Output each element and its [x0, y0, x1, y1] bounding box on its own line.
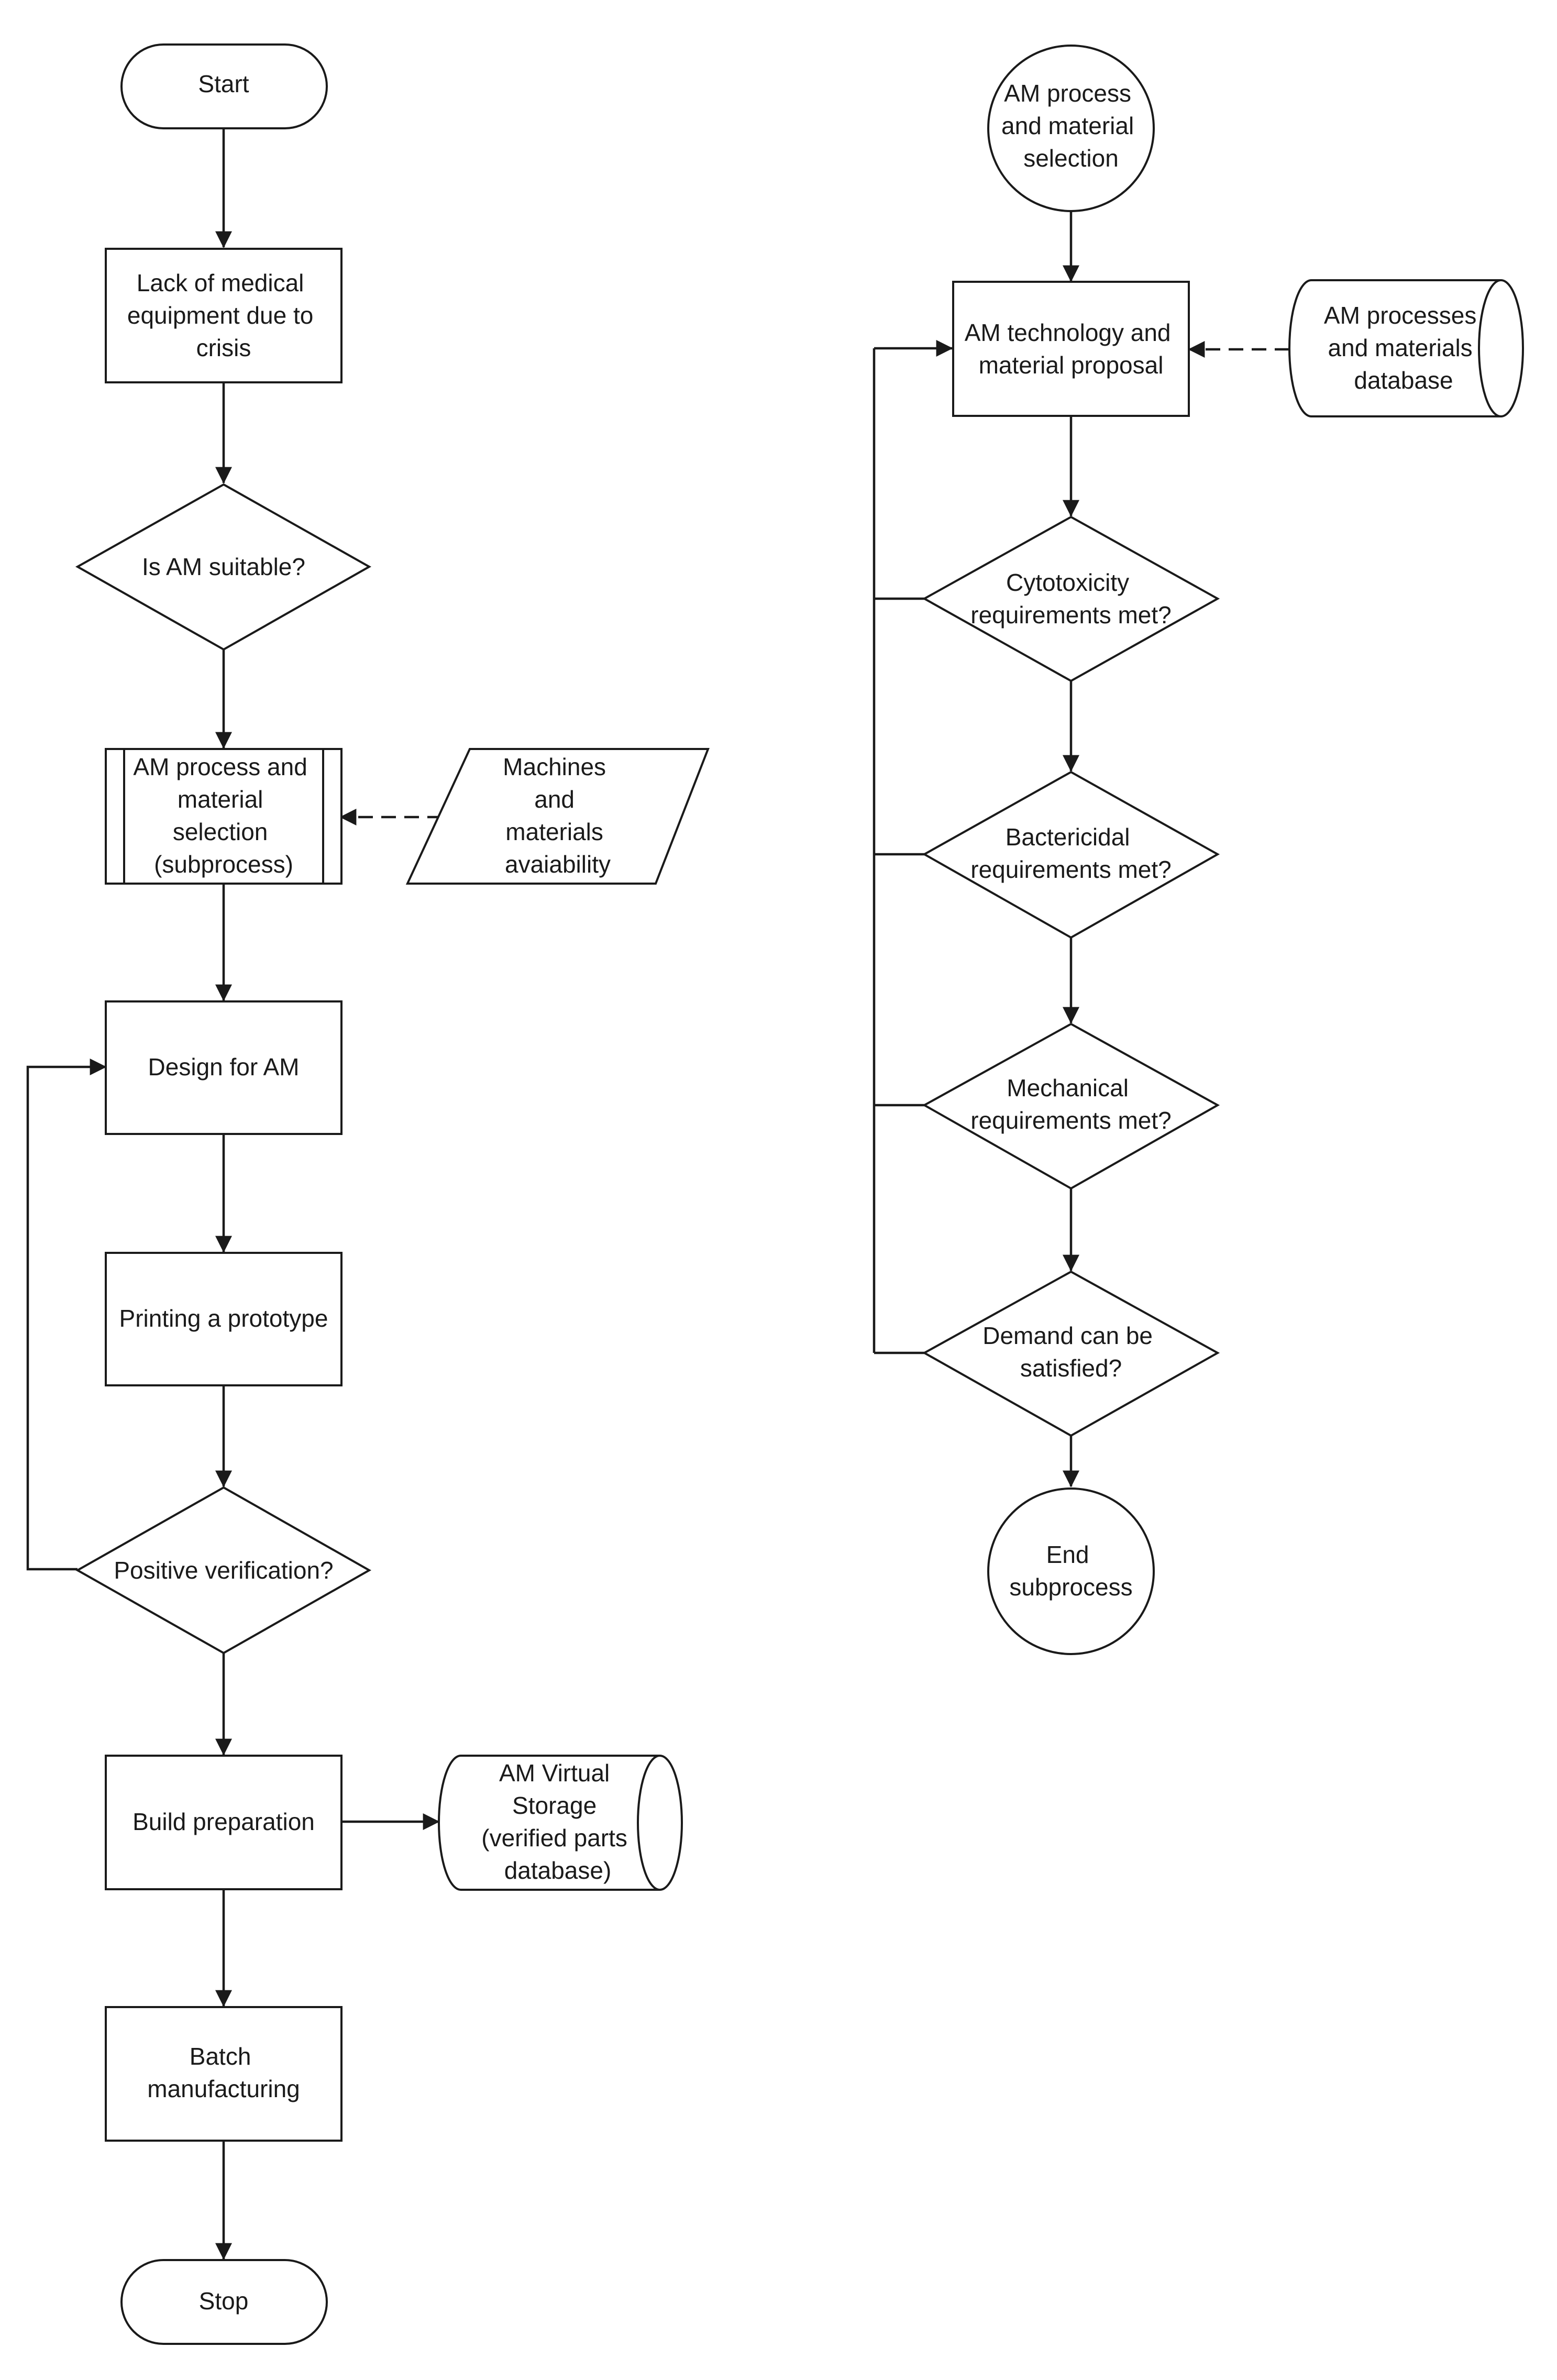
connector-end-subprocess: End subprocess: [987, 1488, 1155, 1655]
lack-label-line-2: equipment due to: [127, 302, 314, 329]
svg-text:Printing a prototype: Printing a prototype: [119, 1305, 328, 1332]
printing-label: Printing a prototype: [119, 1305, 328, 1332]
node-printing-prototype: Printing a prototype: [105, 1252, 343, 1386]
node-stop: Stop: [120, 2259, 328, 2345]
svg-text:Stop: Stop: [199, 2287, 249, 2315]
svg-text:AM technology and materi: AM technology and material proposal: [965, 319, 1178, 379]
start-label: Start: [198, 70, 249, 97]
node-technology-proposal: AM technology and material proposal: [952, 281, 1190, 417]
subprocess-label-line-4: (subprocess): [154, 851, 293, 878]
svg-text:Machines and mater: Machines and materials avaiability: [503, 753, 613, 878]
decision-cytotoxicity: Cytotoxicity requirements met?: [922, 515, 1220, 682]
storage-label-line-2: Storage: [512, 1792, 597, 1819]
lack-label-line-1: Lack of medical: [137, 269, 304, 296]
entry-label-line-3: selection: [1023, 145, 1119, 172]
demand-label-line-2: satisfied?: [1020, 1354, 1122, 1382]
storage-processes-database: AM processes and materials database: [1288, 279, 1524, 417]
cytotoxicity-label-line-1: Cytotoxicity: [1006, 569, 1129, 596]
subprocess-am-process-selection: AM process and material selection (subpr…: [105, 748, 343, 885]
svg-text:Build preparation: Build preparation: [132, 1808, 315, 1835]
svg-text:AM processes and materia: AM processes and materials database: [1324, 302, 1483, 394]
availability-label-line-4: avaiability: [505, 851, 611, 878]
cytotoxicity-label-line-2: requirements met?: [970, 601, 1172, 629]
decision-positive-verification: Positive verification?: [75, 1486, 372, 1655]
svg-text:End subprocess: End subprocess: [1009, 1541, 1132, 1601]
svg-text:AM process and material: AM process and material selection: [1001, 80, 1141, 172]
design-label: Design for AM: [148, 1053, 300, 1081]
availability-label-line-1: Machines: [503, 753, 606, 780]
svg-text:AM process and material: AM process and material selection (subpr…: [133, 753, 314, 878]
storage-label-line-4: database): [504, 1857, 612, 1884]
edge-verification-loop-to-design: [26, 1059, 107, 1571]
storage-am-virtual-storage: AM Virtual Storage (verified parts datab…: [438, 1755, 683, 1891]
batch-label-line-2: manufacturing: [147, 2075, 300, 2102]
connector-subprocess-entry: AM process and material selection: [987, 45, 1155, 212]
node-lack-of-equipment: Lack of medical equipment due to crisis: [105, 248, 343, 383]
svg-text:Lack of medical equipmen: Lack of medical equipment due to crisis: [127, 269, 320, 361]
decision-mechanical: Mechanical requirements met?: [922, 1022, 1220, 1190]
entry-label-line-1: AM process: [1004, 80, 1131, 107]
entry-label-line-2: and material: [1001, 112, 1134, 139]
end-label-line-1: End: [1046, 1541, 1089, 1568]
build-label: Build preparation: [132, 1808, 315, 1835]
end-label-line-2: subprocess: [1009, 1573, 1132, 1601]
data-machines-availability: Machines and materials avaiability: [405, 748, 710, 885]
svg-text:AM Virtual Storage: AM Virtual Storage (verified parts datab…: [481, 1759, 634, 1884]
svg-text:Demand can be satisfied?: Demand can be satisfied?: [982, 1322, 1160, 1382]
node-start: Start: [120, 43, 328, 129]
batch-label-line-1: Batch: [190, 2043, 251, 2070]
svg-text:Start: Start: [198, 70, 249, 97]
svg-text:Batch manufacturing: Batch manufacturing: [147, 2043, 300, 2102]
svg-text:Bactericidal requirement: Bactericidal requirements met?: [970, 823, 1172, 883]
subprocess-label-line-2: material: [178, 786, 263, 813]
svg-text:Is AM suitable?: Is AM suitable?: [142, 553, 305, 580]
svg-text:Cytotoxicity requirement: Cytotoxicity requirements met?: [970, 569, 1172, 629]
svg-text:Positive verification?: Positive verification?: [114, 1557, 333, 1584]
proposal-label-line-1: AM technology and: [965, 319, 1171, 346]
database-label-line-3: database: [1354, 367, 1453, 394]
mechanical-label-line-2: requirements met?: [970, 1107, 1172, 1134]
subprocess-label-line-3: selection: [173, 818, 268, 845]
node-build-preparation: Build preparation: [105, 1755, 343, 1890]
verification-label: Positive verification?: [114, 1557, 333, 1584]
decision-bactericidal: Bactericidal requirements met?: [922, 770, 1220, 939]
demand-label-line-1: Demand can be: [982, 1322, 1153, 1349]
mechanical-label-line-1: Mechanical: [1007, 1074, 1129, 1101]
storage-label-line-1: AM Virtual: [499, 1759, 610, 1787]
stop-label: Stop: [199, 2287, 249, 2315]
subprocess-label-line-1: AM process and: [133, 753, 307, 780]
edges: [26, 128, 1289, 2260]
svg-text:Design for AM: Design for AM: [148, 1053, 300, 1081]
svg-text:Mechanical requirements: Mechanical requirements met?: [970, 1074, 1172, 1134]
node-design-for-am: Design for AM: [105, 1000, 343, 1135]
decision-is-am-suitable: Is AM suitable?: [75, 483, 372, 651]
availability-label-line-2: and: [534, 786, 575, 813]
suitable-label: Is AM suitable?: [142, 553, 305, 580]
database-label-line-2: and materials: [1328, 334, 1473, 361]
lack-label-line-3: crisis: [196, 334, 251, 361]
decision-demand: Demand can be satisfied?: [922, 1270, 1220, 1437]
availability-label-line-3: materials: [505, 818, 603, 845]
storage-label-line-3: (verified parts: [481, 1824, 627, 1852]
node-batch-manufacturing: Batch manufacturing: [105, 2006, 343, 2142]
bactericidal-label-line-2: requirements met?: [970, 856, 1172, 883]
bactericidal-label-line-1: Bactericidal: [1006, 823, 1130, 851]
database-label-line-1: AM processes: [1324, 302, 1476, 329]
proposal-label-line-2: material proposal: [979, 351, 1164, 379]
